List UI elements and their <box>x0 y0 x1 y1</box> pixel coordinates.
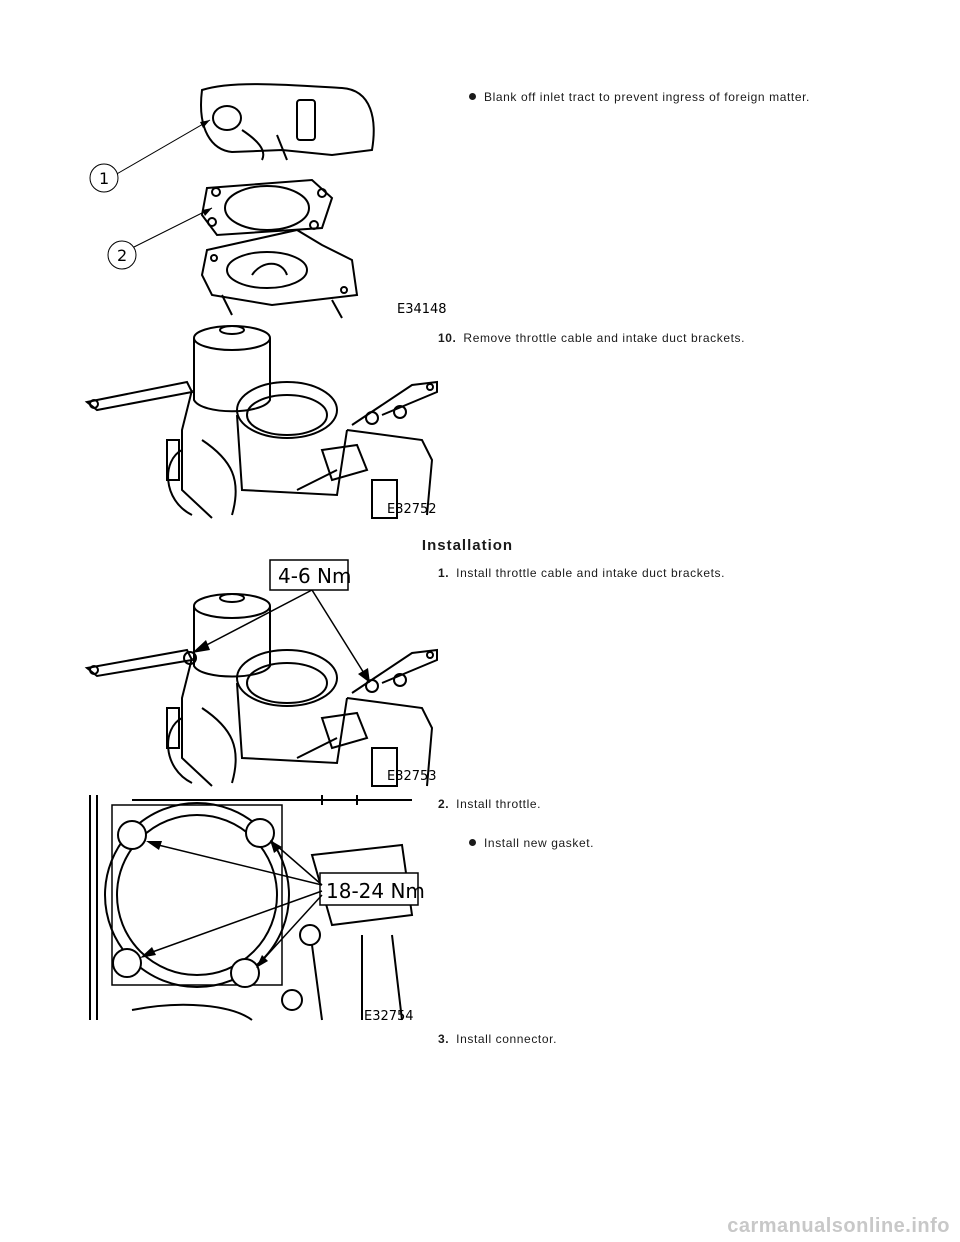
bullet-dot-icon <box>469 93 476 100</box>
figure-id-e32753: E32753 <box>387 769 437 784</box>
figure-id-e32752: E32752 <box>387 502 437 517</box>
figure-e32752: E32752 <box>82 320 452 520</box>
bullet-blank-off-inlet: Blank off inlet tract to prevent ingress… <box>469 90 810 104</box>
step-text: Remove throttle cable and intake duct br… <box>463 331 746 345</box>
installation-step-2: 2. Install throttle. <box>438 797 541 811</box>
figure-e32754: 18-24 Nm E32754 <box>82 795 452 1025</box>
bullet-text: Install new gasket. <box>484 836 595 850</box>
figure-id-e32754: E32754 <box>364 1009 414 1024</box>
figure-e32753: 4-6 Nm E32753 <box>82 558 452 788</box>
figure-e32752-drawing: E32752 <box>84 325 438 519</box>
bullet-dot-icon <box>469 839 476 846</box>
figure-e32753-drawing: 4-6 Nm E32753 <box>84 559 438 787</box>
step-10: 10. Remove throttle cable and intake duc… <box>438 331 745 345</box>
bullet-text: Blank off inlet tract to prevent ingress… <box>484 90 810 104</box>
bullet-install-new-gasket: Install new gasket. <box>469 836 595 850</box>
step-number: 10. <box>438 331 457 345</box>
section-title-installation: Installation <box>421 537 514 554</box>
callout-1: 1 <box>99 169 109 188</box>
step-number: 1. <box>438 566 450 580</box>
installation-step-1: 1. Install throttle cable and intake duc… <box>438 566 725 580</box>
figure-e32754-drawing: 18-24 Nm E32754 <box>89 795 425 1024</box>
step-text: Install throttle. <box>456 797 542 811</box>
step-text: Install throttle cable and intake duct b… <box>456 566 726 580</box>
torque-label-4-6: 4-6 Nm <box>278 564 351 588</box>
figure-e34148-drawing: 1 2 E34148 <box>89 83 447 319</box>
figure-e34148: 1 2 E34148 <box>82 80 452 320</box>
step-number: 2. <box>438 797 450 811</box>
step-text: Install connector. <box>456 1032 558 1046</box>
watermark: carmanualsonline.info <box>727 1215 950 1237</box>
torque-label-18-24: 18-24 Nm <box>326 879 425 903</box>
figure-id-e34148: E34148 <box>397 302 447 317</box>
callout-2: 2 <box>117 246 127 265</box>
step-number: 3. <box>438 1032 450 1046</box>
installation-step-3: 3. Install connector. <box>438 1032 557 1046</box>
